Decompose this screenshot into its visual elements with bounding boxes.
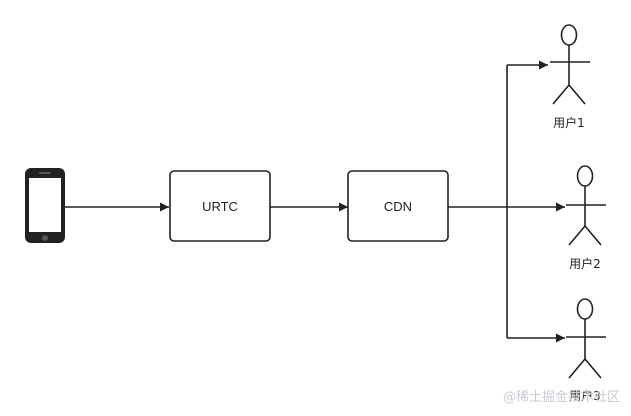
user-3-label: 用户3	[569, 388, 601, 403]
node-cdn-label: CDN	[384, 199, 412, 214]
stick-figure-user-icon	[566, 298, 606, 379]
node-cdn: CDN	[347, 170, 449, 242]
user-2: 用户2	[566, 165, 606, 271]
user-1-label: 用户1	[553, 115, 585, 130]
user-1: 用户1	[550, 24, 590, 130]
node-urtc: URTC	[169, 170, 271, 242]
watermark-text: @稀土掘金技术社区	[503, 389, 620, 405]
smartphone-icon	[25, 168, 65, 243]
user-3: 用户3	[566, 298, 606, 403]
stick-figure-user-icon	[550, 24, 590, 105]
node-urtc-label: URTC	[202, 199, 238, 214]
user-2-label: 用户2	[569, 256, 601, 271]
stick-figure-user-icon	[566, 165, 606, 246]
